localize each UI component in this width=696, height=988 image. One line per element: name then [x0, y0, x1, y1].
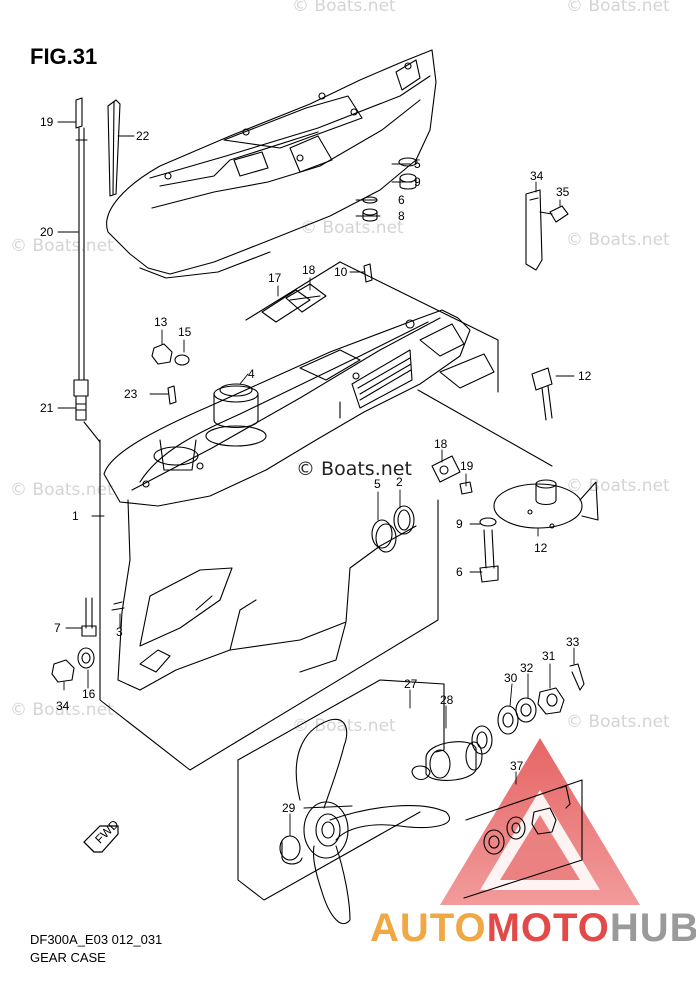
callout: 8: [398, 209, 405, 223]
callout: 33: [566, 635, 580, 649]
fwd-arrow: FWD: [83, 817, 122, 853]
oil-seal-5: [371, 519, 397, 553]
cotter-pin-33: [569, 663, 585, 691]
watermark: © Boats.net: [566, 230, 670, 250]
callout: 28: [440, 693, 454, 707]
callout: 2: [396, 475, 403, 489]
watermark: © Boats.net: [566, 0, 670, 16]
callout: 21: [40, 401, 54, 415]
leader-lines: [57, 121, 575, 837]
bolt-14: [531, 367, 553, 421]
watermark: © Boats.net: [300, 218, 404, 238]
callout: 9: [456, 517, 463, 531]
pin-3: [111, 601, 125, 611]
seal-19-20: [261, 283, 327, 323]
cover-17: [431, 455, 473, 495]
callout: 15: [178, 325, 192, 339]
callout: 19: [460, 459, 474, 473]
callout: 20: [40, 225, 54, 239]
spacer-29: [279, 835, 303, 865]
watermark: © Boats.net: [566, 712, 670, 732]
callout: 29: [282, 801, 296, 815]
callout: 35: [556, 185, 570, 199]
callout: 23: [124, 387, 138, 401]
plug-12: [363, 263, 373, 283]
callout: 1: [72, 509, 79, 523]
upper-cover: [106, 49, 437, 279]
callout: 12: [578, 369, 592, 383]
callout: 18: [434, 437, 448, 451]
callout: 22: [136, 129, 150, 143]
bearing-4: [219, 383, 253, 397]
drain-plug-34: [51, 647, 95, 683]
callout: 19: [40, 115, 54, 129]
callout: 34: [56, 699, 70, 713]
model-code: DF300A_E03 012_031: [30, 932, 163, 947]
callout: 10: [334, 265, 348, 279]
bolt-6: [479, 517, 499, 583]
logo-part-1: AUTO: [370, 906, 487, 950]
callout: 32: [520, 661, 534, 675]
washer-32: [515, 697, 537, 723]
pin-26: [167, 385, 177, 405]
callout: 27: [404, 677, 418, 691]
cable-tie: [107, 99, 121, 197]
callout: 12: [534, 541, 548, 555]
o-ring-2: [393, 505, 415, 535]
callout: 17: [268, 271, 282, 285]
callout: 9: [414, 175, 421, 189]
figure-caption: GEAR CASE: [30, 950, 106, 965]
watermark: © Boats.net: [292, 716, 396, 736]
logo-wordmark: AUTOMOTOHUB: [370, 906, 696, 951]
watermark: © Boats.net: [10, 700, 114, 720]
watermark: © Boats.net: [10, 236, 114, 256]
gear-case-housing: [103, 309, 495, 691]
callout: 31: [542, 649, 556, 663]
figure-title: FIG.31: [30, 44, 98, 69]
logo-part-3: HUB: [609, 906, 696, 950]
thrust-bushing-28: [411, 725, 493, 781]
callout: 4: [248, 367, 255, 381]
callout: 13: [154, 315, 168, 329]
watermark-dark: © Boats.net: [296, 458, 412, 480]
callout: 37: [510, 759, 524, 773]
callout-labels: 19 20 21 22 5 9 6 8 10 17 18 13 15 23 4 …: [40, 115, 592, 815]
callout: 6: [456, 565, 463, 579]
callout: 5: [374, 477, 381, 491]
exploded-box: [99, 261, 583, 901]
washer-30: [497, 705, 519, 735]
callout: 6: [398, 193, 405, 207]
kit-37: [483, 785, 571, 855]
shift-rod: [73, 97, 101, 443]
watermark: © Boats.net: [292, 0, 396, 16]
bolt-7: [81, 597, 97, 637]
propeller: [295, 718, 450, 925]
trim-bracket: [525, 189, 569, 271]
watermark: © Boats.net: [566, 476, 670, 496]
callout: 34: [530, 169, 544, 183]
washer-nut-set: [362, 157, 418, 222]
callout: 3: [116, 625, 123, 639]
callout: 18: [302, 263, 316, 277]
logo-triangle: [440, 738, 640, 905]
anode-plate: [493, 479, 599, 529]
nut-31: [537, 687, 565, 715]
plug-15: [151, 343, 190, 366]
callout: 16: [82, 687, 96, 701]
logo-part-2: MOTO: [486, 906, 610, 950]
watermark: © Boats.net: [10, 480, 114, 500]
callout: 5: [414, 157, 421, 171]
callout: 30: [504, 671, 518, 685]
callout: 7: [54, 621, 61, 635]
